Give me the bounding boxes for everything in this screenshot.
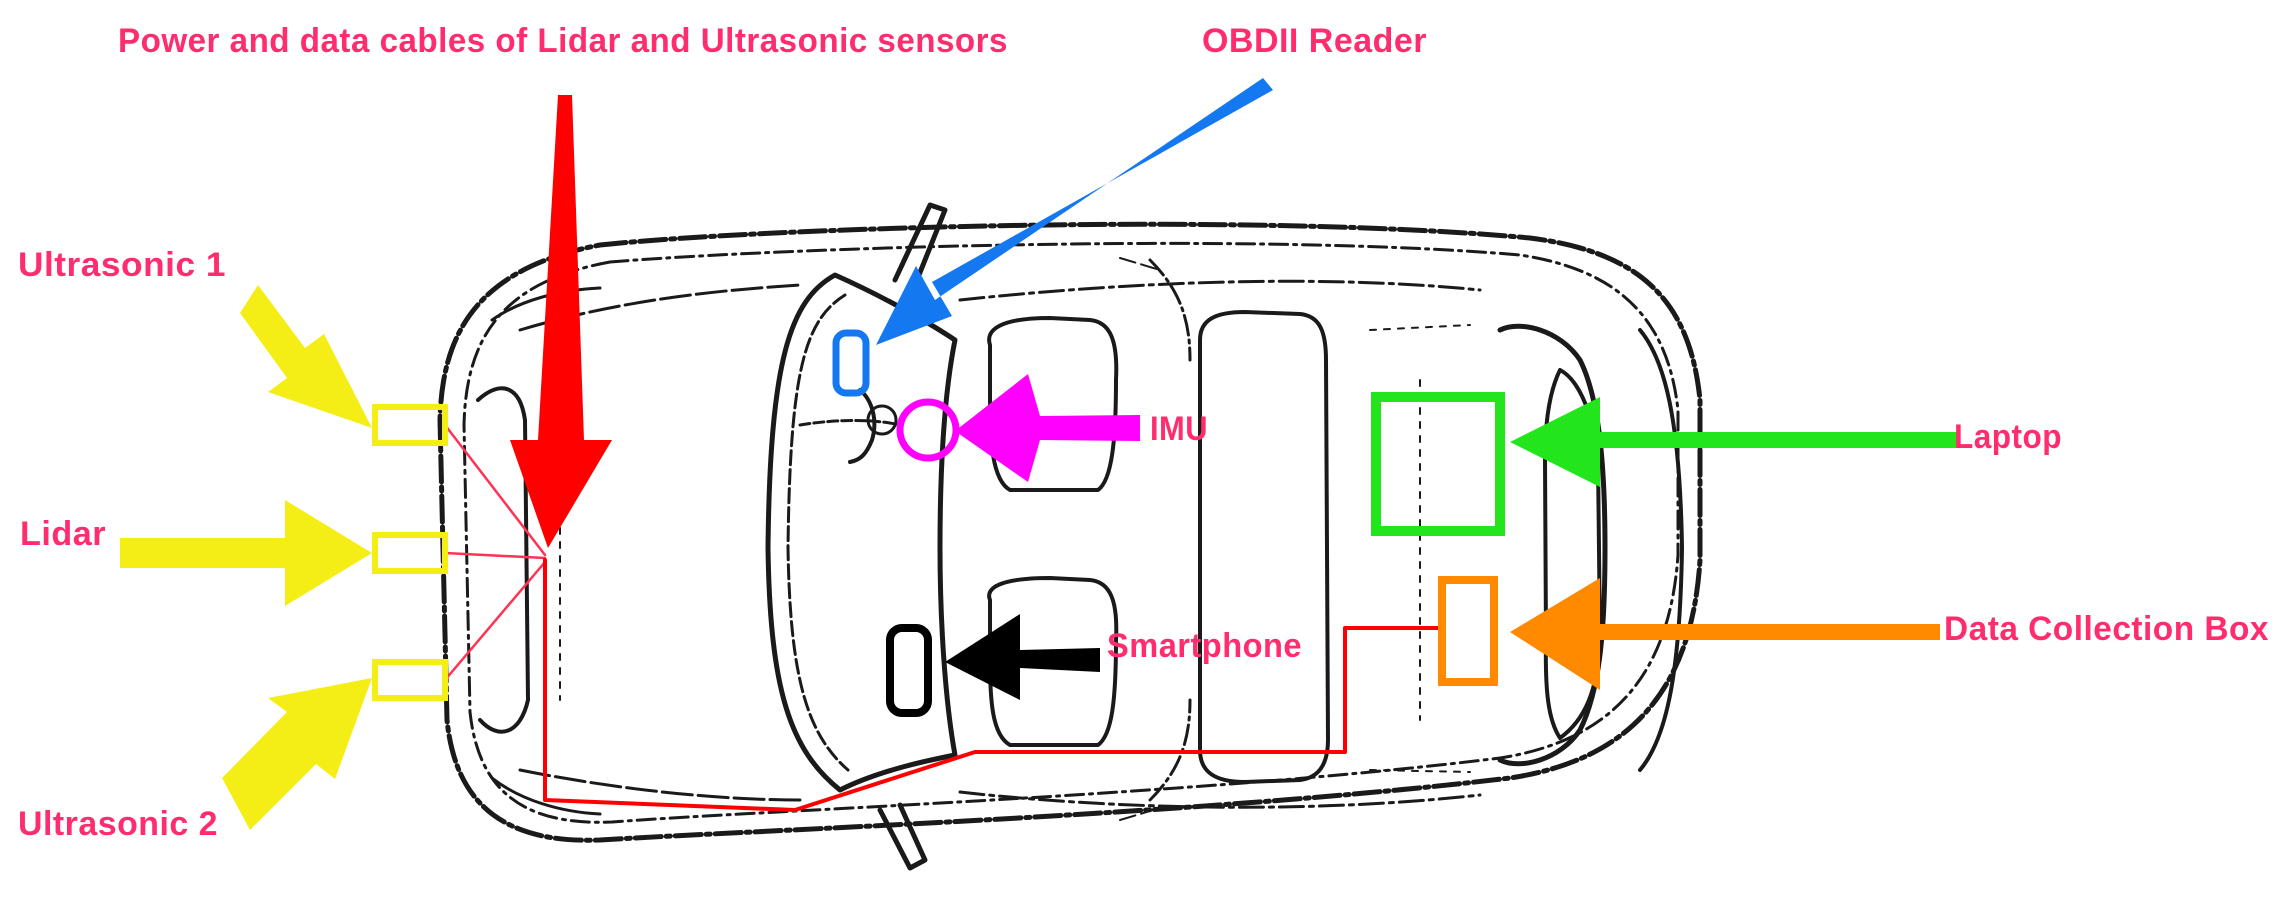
label-data-collection-box: Data Collection Box (1944, 610, 2269, 648)
headlight-upper (490, 286, 602, 322)
windshield-inner (786, 293, 850, 772)
arrow-ultrasonic1 (240, 285, 372, 428)
label-lidar: Lidar (20, 515, 106, 553)
front-seat-bottom (987, 576, 1119, 747)
label-imu: IMU (1150, 410, 1208, 448)
arrow-ultrasonic2 (222, 678, 372, 830)
headlight-lower (490, 776, 602, 816)
sensor-cables (443, 423, 1442, 812)
label-obd: OBDII Reader (1202, 22, 1427, 60)
rear-bumper (1638, 328, 1684, 772)
label-smartphone: Smartphone (1107, 627, 1302, 665)
lidar-box (372, 532, 448, 574)
arrow-imu (955, 374, 1140, 482)
rear-seat (1198, 310, 1330, 784)
arrow-dcb (1510, 578, 1940, 690)
arrow-smartphone (945, 614, 1100, 700)
rear-window (1497, 323, 1608, 767)
door-line-top (1119, 257, 1161, 271)
label-laptop: Laptop (1954, 418, 2062, 456)
roof-line-top (958, 279, 1482, 302)
cable-main-run (543, 558, 1442, 812)
b-pillar-top (1148, 258, 1192, 362)
label-cables: Power and data cables of Lidar and Ultra… (118, 22, 1008, 60)
cable-fan-ultrasonic1 (443, 423, 547, 557)
ultrasonic1-box (372, 404, 448, 446)
roof-line-bottom (958, 790, 1482, 809)
label-ultrasonic2: Ultrasonic 2 (18, 805, 218, 843)
arrow-obd (876, 78, 1273, 345)
obd-reader-box (832, 329, 870, 397)
cable-fan-lidar (443, 551, 547, 560)
ultrasonic2-box (372, 659, 448, 701)
windshield (765, 272, 958, 793)
front-seat-top (987, 316, 1119, 492)
smartphone-box (886, 624, 932, 717)
car-body-outer (437, 221, 1703, 843)
cable-fan-ultrasonic2 (443, 560, 547, 682)
arrow-cables (510, 95, 612, 548)
mirror-bottom (877, 802, 928, 871)
steering-wheel (866, 404, 898, 436)
b-pillar-bottom (1148, 698, 1192, 802)
data-collection-box (1438, 576, 1498, 686)
imu-circle (896, 398, 960, 462)
mirror-top (892, 202, 948, 288)
front-bumper (476, 386, 530, 734)
label-ultrasonic1: Ultrasonic 1 (18, 246, 226, 284)
steering-column (848, 388, 877, 464)
hood-line-lower (518, 768, 802, 802)
door-line-bottom (1119, 807, 1161, 821)
dashboard (798, 418, 902, 427)
laptop-box (1371, 392, 1505, 536)
arrow-laptop (1510, 397, 1958, 487)
arrow-lidar (120, 500, 372, 606)
car-body-inner (462, 241, 1680, 824)
car-outline-drawing (437, 202, 1703, 871)
